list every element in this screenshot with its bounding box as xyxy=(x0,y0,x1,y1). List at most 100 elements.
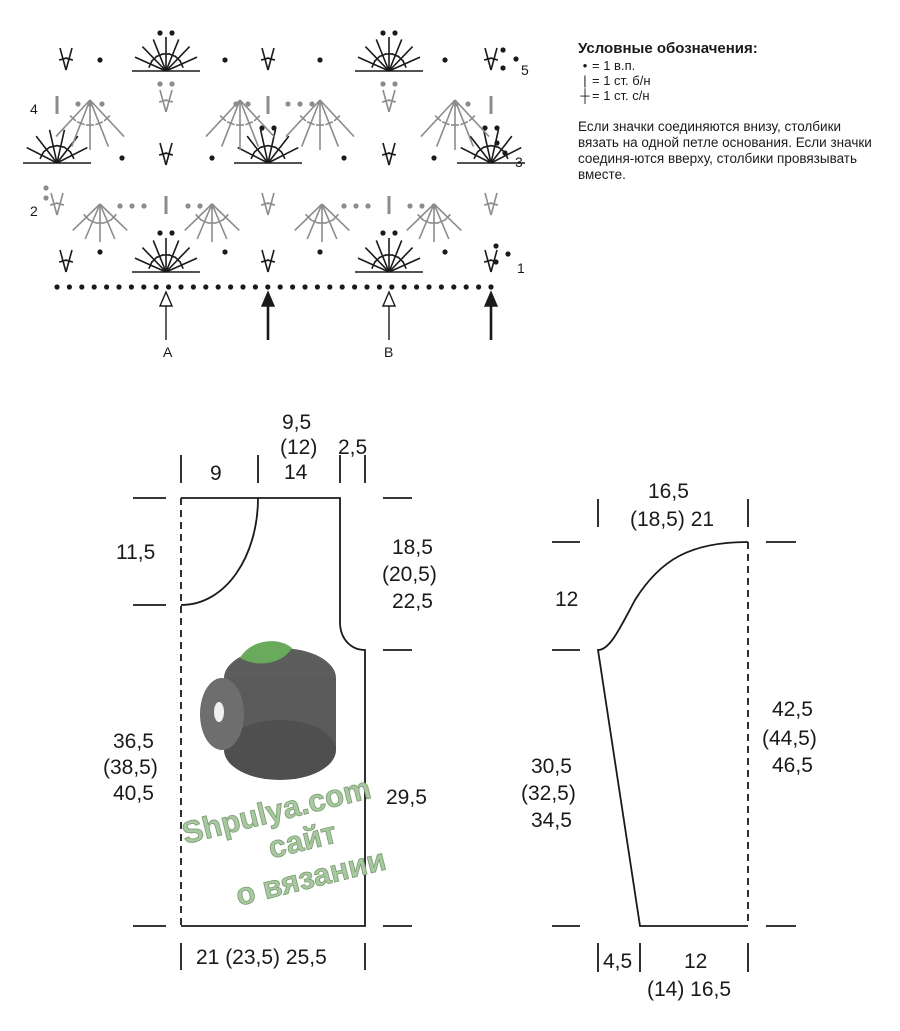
stitch-crossbar xyxy=(49,144,58,149)
stitch-crossbar xyxy=(483,144,492,149)
chain-dot xyxy=(380,30,386,36)
stitch-crossbar xyxy=(69,114,77,122)
stitch-crossbar xyxy=(76,121,85,126)
stitch-crossbar xyxy=(333,114,341,122)
chain-dot xyxy=(54,284,60,290)
row-number-4: 4 xyxy=(30,101,38,117)
chain-dot xyxy=(500,65,506,71)
yarn-spool-image xyxy=(200,641,336,780)
stitch-crossbar xyxy=(402,261,407,270)
stitch-crossbar xyxy=(444,213,451,221)
stitch-crossbar xyxy=(253,114,261,122)
stitch-crossbar xyxy=(489,57,499,61)
stitch-crossbar xyxy=(164,99,174,103)
chain-dot xyxy=(453,101,459,107)
chain-dot xyxy=(476,284,482,290)
legend-title: Условные обозначения: xyxy=(578,40,758,57)
chain-dot xyxy=(317,249,323,255)
chain-dot xyxy=(91,284,97,290)
front-right-top-dim-1: 18,5 xyxy=(392,536,433,559)
row-number-1: 1 xyxy=(517,260,525,276)
front-top-mid-dim-1: 9,5 xyxy=(282,411,311,434)
stitch-crossbar xyxy=(245,121,254,126)
chain-dot xyxy=(222,57,228,63)
marker-b-label: B xyxy=(384,344,393,360)
chain-dot xyxy=(317,57,323,63)
chain-dot xyxy=(426,284,432,290)
chain-dot xyxy=(339,284,345,290)
chain-dot xyxy=(157,230,163,236)
stitch-crossbar xyxy=(215,219,224,224)
stitch-crossbar xyxy=(42,146,51,153)
stitch-crossbar xyxy=(64,259,74,263)
sleeve-bottom-right-dim-2: (14) 16,5 xyxy=(647,978,731,1001)
stitch-crossbar xyxy=(88,219,97,224)
chain-dot xyxy=(178,284,184,290)
chain-dot xyxy=(141,284,147,290)
front-left-bottom-dim-3: 40,5 xyxy=(113,782,154,805)
sleeve-top-dim-2: (18,5) 21 xyxy=(630,508,714,531)
chain-dot xyxy=(157,30,163,36)
stitch-crossbar xyxy=(266,259,276,263)
marker-a-label: A xyxy=(163,344,173,360)
stitch-crossbar xyxy=(253,146,262,153)
chain-dot xyxy=(493,243,499,249)
front-left-top-dim: 11,5 xyxy=(116,541,155,564)
chain-dot xyxy=(99,101,105,107)
chain-dot xyxy=(389,284,395,290)
chain-dot xyxy=(500,47,506,53)
chain-dot xyxy=(431,203,437,209)
stitch-crossbar xyxy=(266,57,276,61)
stitch-crossbar xyxy=(95,121,104,126)
stitch-crossbar xyxy=(387,99,397,103)
chain-dot xyxy=(290,284,296,290)
stitch-crossbar xyxy=(110,213,117,221)
sleeve-left-bottom-dim-3: 34,5 xyxy=(531,809,572,832)
chain-dot xyxy=(129,203,135,209)
chain-dot xyxy=(43,195,49,201)
legend-item-label: = 1 ст. с/н xyxy=(592,88,650,103)
stitch-chart xyxy=(23,30,525,340)
legend-item-chain: • = 1 в.п. xyxy=(578,58,878,73)
chain-dot xyxy=(407,203,413,209)
front-top-mid-dim-2: (12) xyxy=(280,436,317,459)
front-top-left-dim: 9 xyxy=(210,462,222,485)
legend-item-label: = 1 в.п. xyxy=(592,58,636,73)
row-number-2: 2 xyxy=(30,203,38,219)
neck-curve xyxy=(180,497,259,606)
chain-dot xyxy=(365,203,371,209)
stitch-crossbar xyxy=(417,213,424,221)
chain-dot xyxy=(451,284,457,290)
row-number-5: 5 xyxy=(521,62,529,78)
legend-item-single-crochet: | = 1 ст. б/н xyxy=(578,73,878,88)
front-right-top-dim-3: 22,5 xyxy=(392,590,433,613)
double-crochet-icon: ┼ xyxy=(580,88,590,103)
stitch-crossbar xyxy=(222,213,229,221)
sleeve-outline xyxy=(596,541,749,927)
front-left-bottom-dim-2: (38,5) xyxy=(103,756,158,779)
stitch-crossbar xyxy=(69,151,75,160)
chain-dot xyxy=(97,249,103,255)
sleeve-right-dim-3: 46,5 xyxy=(772,754,813,777)
chain-dot xyxy=(488,284,494,290)
chain-dot xyxy=(190,284,196,290)
chain-dot xyxy=(271,125,277,131)
watermark: Shpulya.com сайт о вязании xyxy=(178,770,390,913)
chain-dot xyxy=(252,284,258,290)
stitch-crossbar xyxy=(103,219,112,224)
stitch-crossbar xyxy=(226,121,235,126)
front-top-mid-dim-3: 14 xyxy=(284,461,308,484)
chain-dot-icon: • xyxy=(582,58,588,73)
stitch-crossbar xyxy=(250,151,256,160)
stitch-crossbar xyxy=(473,151,479,160)
chain-dot xyxy=(392,81,398,87)
chain-dot xyxy=(502,150,508,156)
stitch-crossbar xyxy=(39,151,45,160)
chain-dot xyxy=(314,284,320,290)
chain-dot xyxy=(414,284,420,290)
stitch-crossbar xyxy=(179,60,184,69)
sleeve-left-bottom-dim-2: (32,5) xyxy=(521,782,576,805)
stitch-crossbar xyxy=(56,144,65,149)
chain-dot xyxy=(259,125,265,131)
